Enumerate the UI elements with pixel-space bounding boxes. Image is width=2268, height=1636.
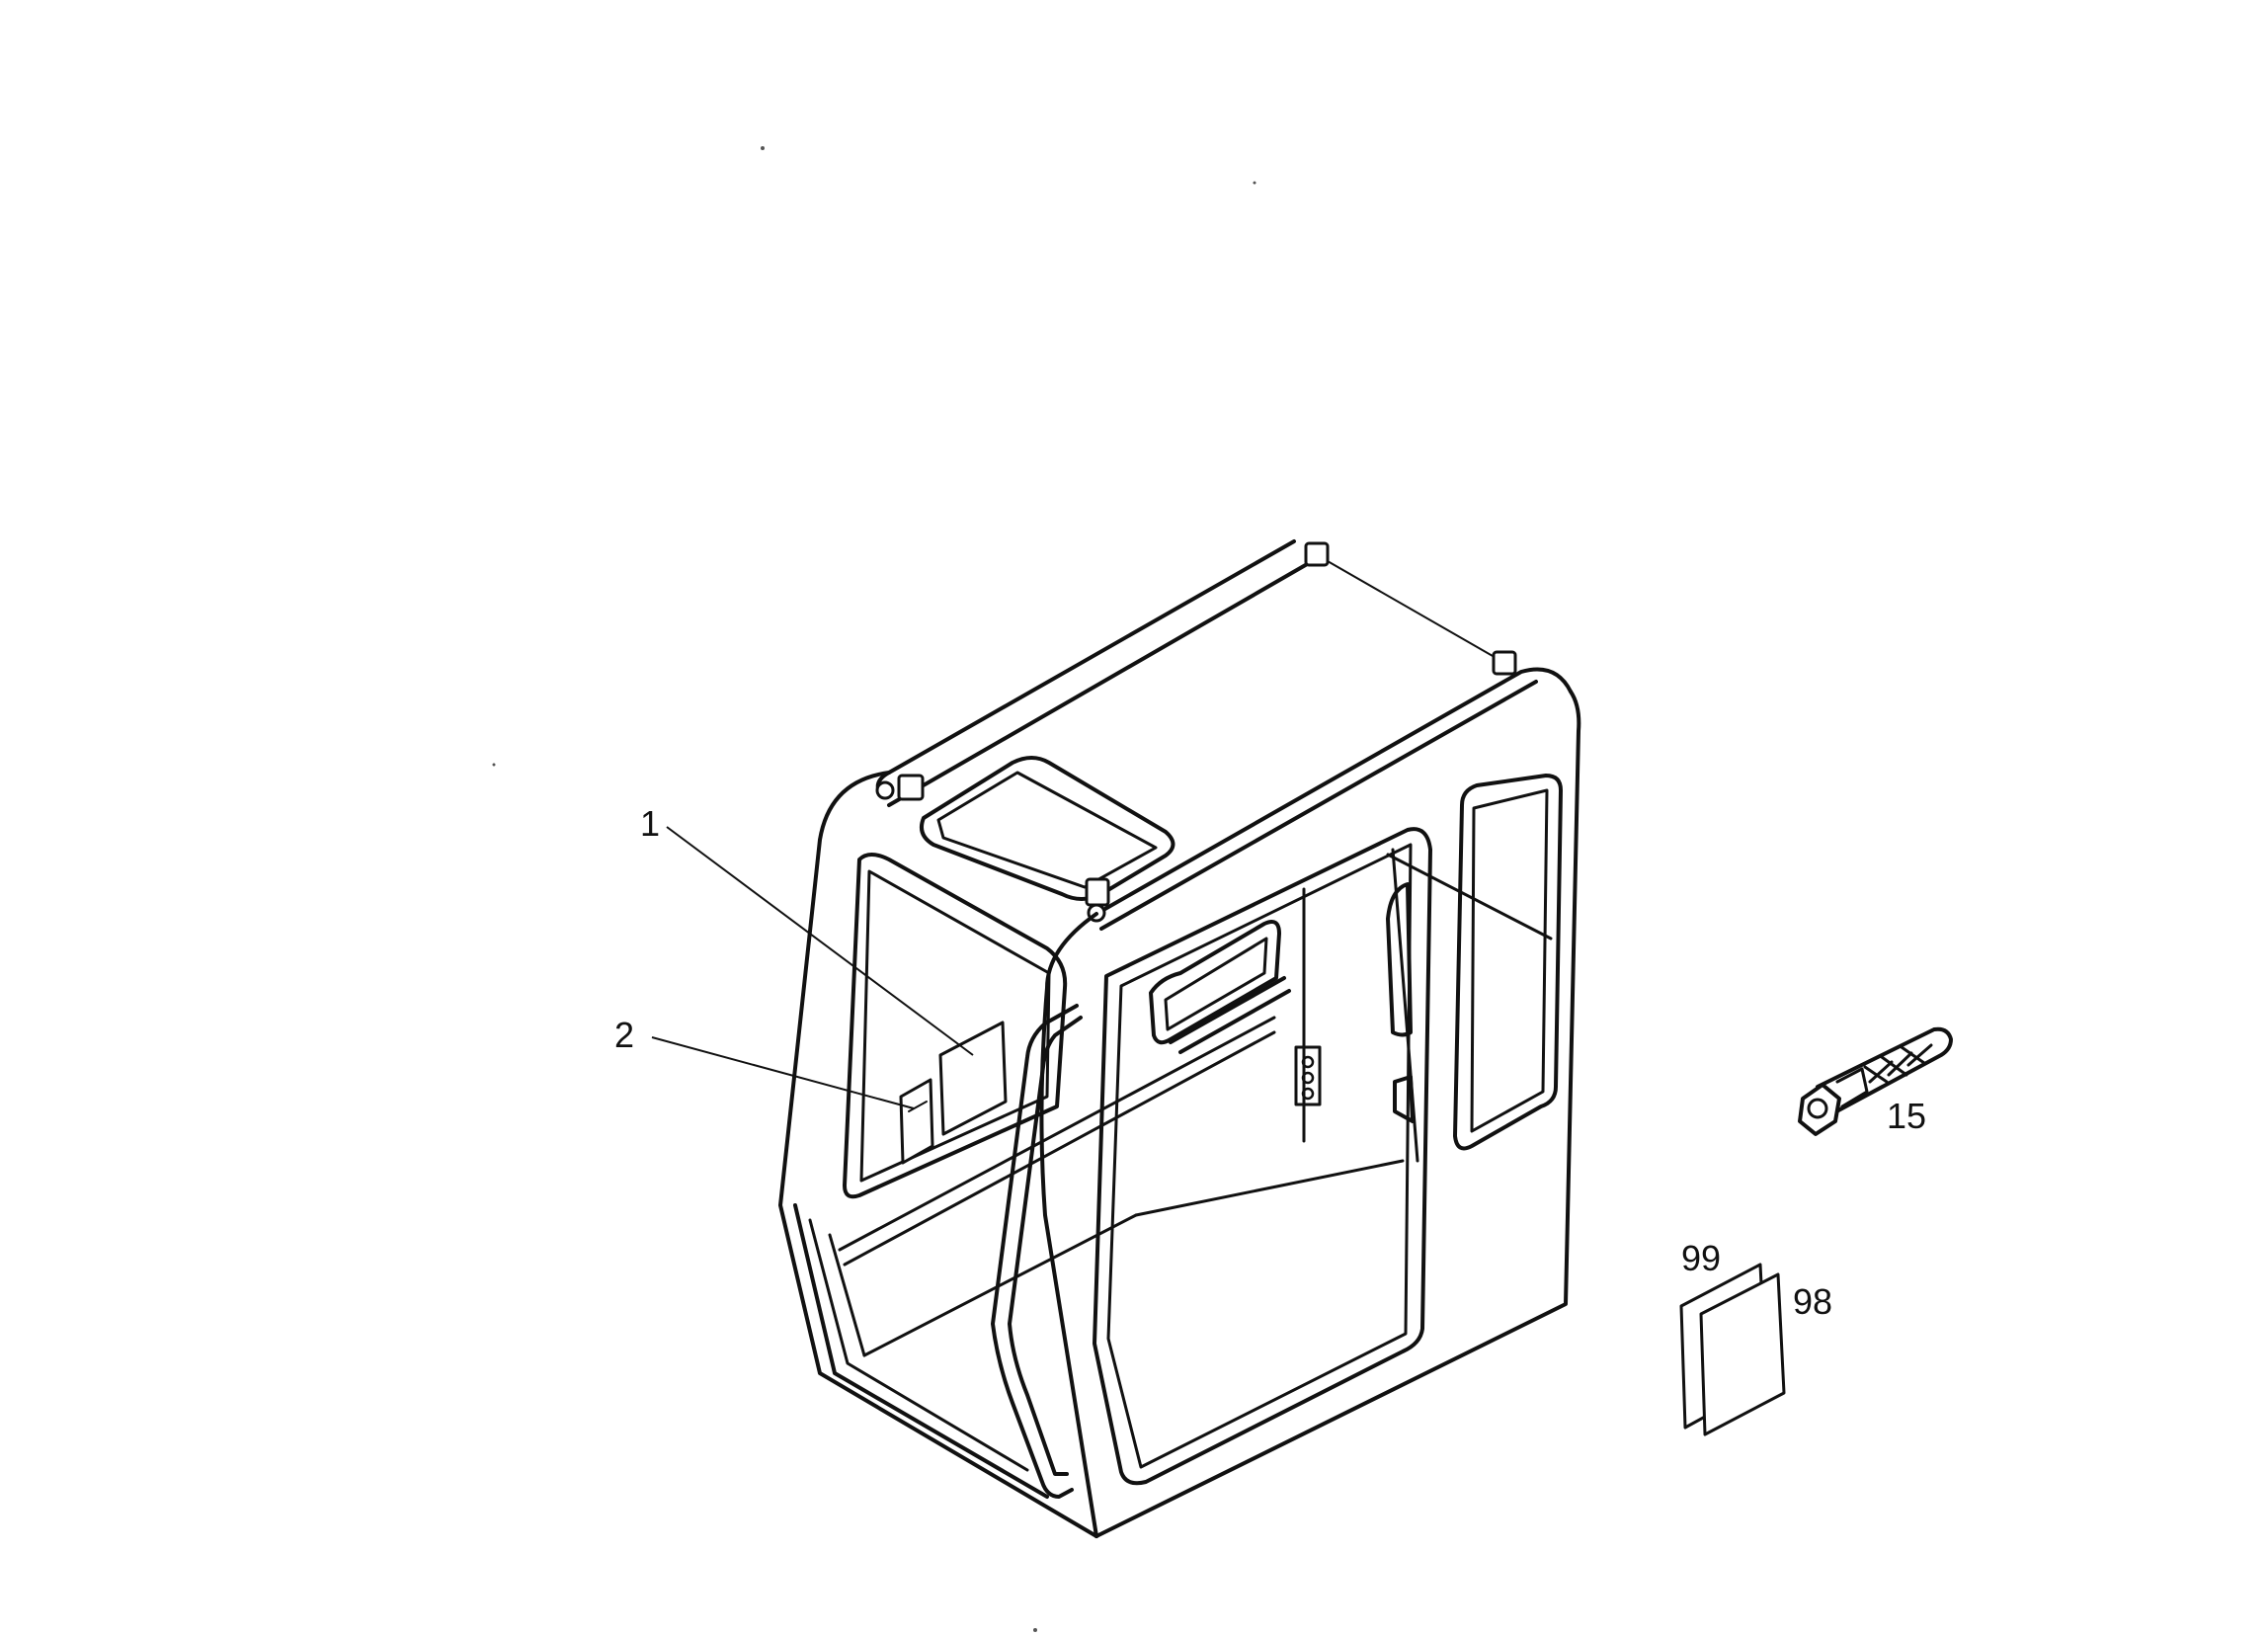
bolt-part-15 xyxy=(1798,1026,1953,1136)
grab-handle xyxy=(991,1004,1083,1499)
decal-2 xyxy=(899,1078,934,1165)
callout-numbers: 1 2 15 99 98 xyxy=(614,803,1926,1322)
scan-specks xyxy=(492,146,1256,1632)
cab-side-wall xyxy=(1093,690,1581,1538)
callout-1: 1 xyxy=(640,803,660,844)
cab-front-frame xyxy=(778,771,1276,1538)
leader-1 xyxy=(666,826,974,1056)
callout-15: 15 xyxy=(1887,1096,1926,1136)
cab-roof xyxy=(875,539,1573,931)
callout-99: 99 xyxy=(1681,1238,1721,1278)
leader-2 xyxy=(651,1036,915,1109)
decal-1 xyxy=(938,1021,1008,1136)
sheet-parts-98-99 xyxy=(1679,1263,1786,1436)
callout-98: 98 xyxy=(1793,1281,1832,1322)
callout-leaders xyxy=(651,826,974,1109)
sheet-98 xyxy=(1699,1272,1786,1436)
decal-labels xyxy=(899,1021,1008,1165)
callout-2: 2 xyxy=(614,1015,634,1055)
operator-cab xyxy=(778,539,1581,1538)
